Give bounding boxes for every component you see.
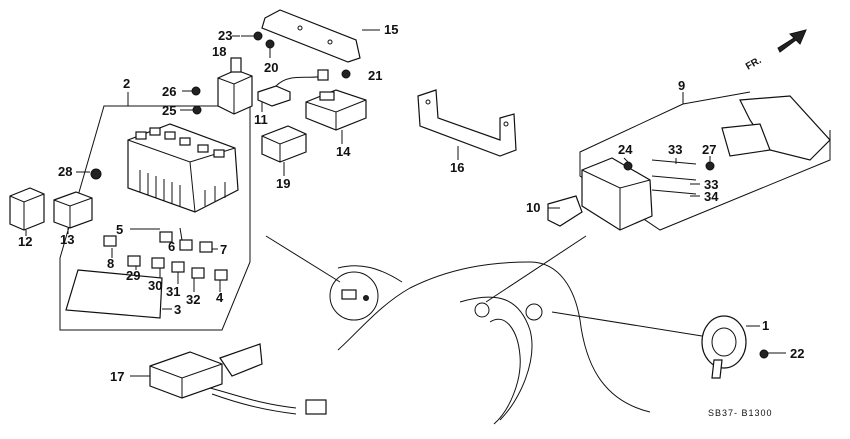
relay-13: [53, 191, 93, 229]
callout-4: 4: [216, 290, 224, 305]
bracket-16: [417, 89, 517, 157]
bolts-left: [180, 31, 351, 115]
drawing-code: SB37- B1300: [708, 408, 773, 418]
callout-33a: 33: [668, 142, 682, 157]
callout-22: 22: [790, 346, 804, 361]
callout-15: 15: [384, 22, 398, 37]
callout-19: 19: [276, 176, 290, 191]
control-unit-cover: [721, 95, 831, 161]
callout-21: 21: [368, 68, 382, 83]
unit-19: [261, 125, 307, 163]
callout-numbers: 1 2 3 4 5 6 7 8 9 10 11 12 13 14 15 16 1…: [18, 22, 804, 384]
nut-28: [90, 168, 102, 180]
direction-label: FR.: [744, 55, 764, 73]
callout-1: 1: [762, 318, 769, 333]
relay-12: [9, 187, 45, 231]
callout-11: 11: [254, 112, 268, 127]
callout-17: 17: [110, 369, 124, 384]
fuse-box: [127, 123, 239, 213]
small-fuses: [103, 231, 228, 281]
callout-13: 13: [60, 232, 74, 247]
control-unit-body: [581, 157, 653, 231]
callout-2: 2: [123, 76, 130, 91]
relay-18: [217, 57, 253, 115]
unit-14: [305, 89, 367, 131]
control-unit-outline: [579, 91, 831, 231]
callout-29: 29: [126, 268, 140, 283]
callout-12: 12: [18, 234, 32, 249]
callout-20: 20: [264, 60, 278, 75]
callout-5: 5: [116, 222, 123, 237]
callout-10: 10: [526, 200, 540, 215]
callout-26: 26: [162, 84, 176, 99]
callout-8: 8: [107, 256, 114, 271]
callout-16: 16: [450, 160, 464, 175]
bracket-10: [547, 195, 583, 227]
bracket-15: [261, 9, 361, 63]
callout-23: 23: [218, 28, 232, 43]
callout-14: 14: [336, 144, 351, 159]
zoom-detail: [329, 271, 379, 321]
callout-32: 32: [186, 292, 200, 307]
callout-34: 34: [704, 189, 719, 204]
callout-27: 27: [702, 142, 716, 157]
label-plate: [65, 269, 163, 319]
car-body: [337, 261, 651, 425]
callout-9: 9: [678, 78, 685, 93]
leader-lines: [25, 29, 786, 377]
callout-7: 7: [220, 242, 227, 257]
callout-33b: 33: [704, 177, 718, 192]
control-fuses: [623, 159, 715, 195]
callout-30: 30: [148, 278, 162, 293]
callout-25: 25: [162, 103, 176, 118]
callout-24: 24: [618, 142, 633, 157]
horn-1: [701, 315, 769, 379]
callout-31: 31: [166, 284, 180, 299]
harness-11: [257, 69, 329, 107]
fuse-box-outline: [59, 92, 251, 331]
callout-6: 6: [168, 239, 175, 254]
callout-3: 3: [174, 302, 181, 317]
callout-28: 28: [58, 164, 72, 179]
front-arrow-icon: [777, 29, 807, 53]
callout-18: 18: [212, 44, 226, 59]
unit-17: [149, 343, 327, 415]
